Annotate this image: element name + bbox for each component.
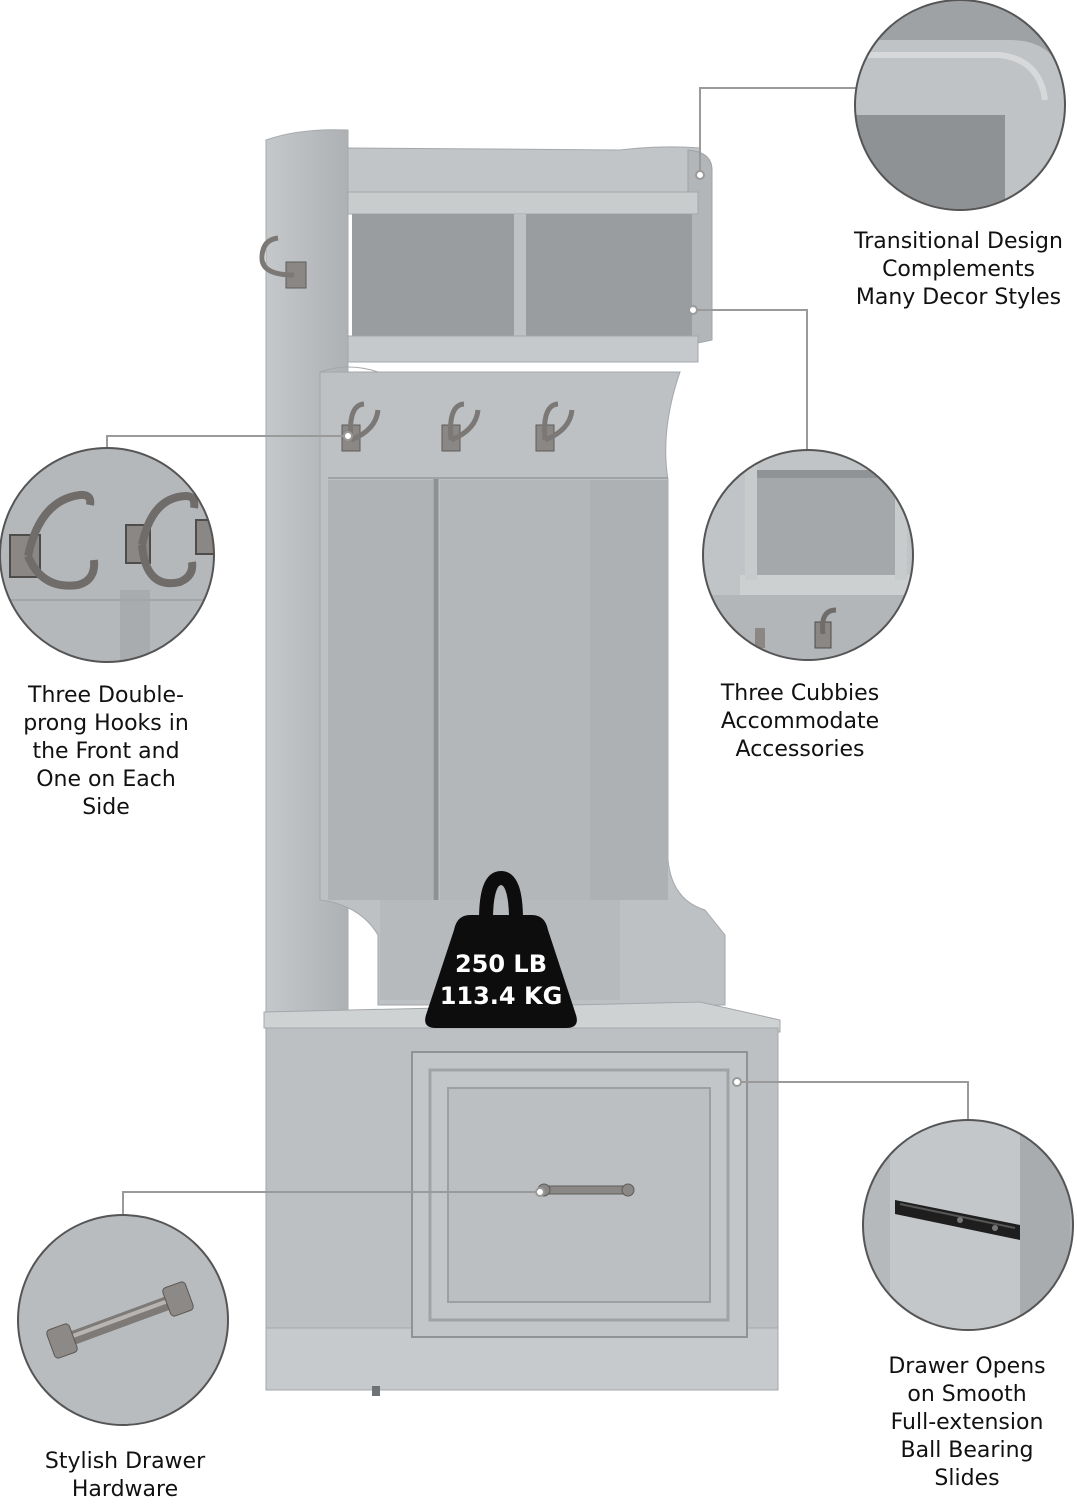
hall-tree [259,129,781,1396]
cubby-shelf [347,335,699,363]
detail-circle-top-edge [854,0,1066,211]
side-hook [259,235,307,289]
detail-circle-cubbies [702,449,914,661]
weight-kg: 113.4 KG [439,982,563,1010]
callout-hooks: Three Double- prong Hooks in the Front a… [23,683,189,820]
back-panel-right2 [590,480,668,900]
front-hook-3 [535,401,575,452]
weight-badge-icon [425,870,577,1028]
plinth [265,1327,779,1391]
detail-circle-handle [17,1214,229,1426]
callout-transitional-design: Transitional Design Complements Many Dec… [854,229,1063,310]
callout-drawer-slides: Drawer Opens on Smooth Full-extension Ba… [888,1354,1046,1491]
detail-circle-hooks [0,447,215,663]
back-panel-right [440,480,590,900]
front-hook-2 [441,401,481,452]
leader-lines [106,87,969,1215]
back-panel-left [328,480,433,900]
callout-drawer-hardware: Stylish Drawer Hardware [44,1449,206,1502]
weight-lb: 250 LB [454,950,548,978]
drawer-handle [537,1183,635,1197]
callout-cubbies: Three Cubbies Accommodate Accessories [720,681,880,762]
weight-badge: 250 LB 113.4 KG [430,948,572,1012]
detail-circle-slide [862,1119,1074,1331]
cubby-divider [514,214,526,338]
top-shelf [347,191,699,215]
